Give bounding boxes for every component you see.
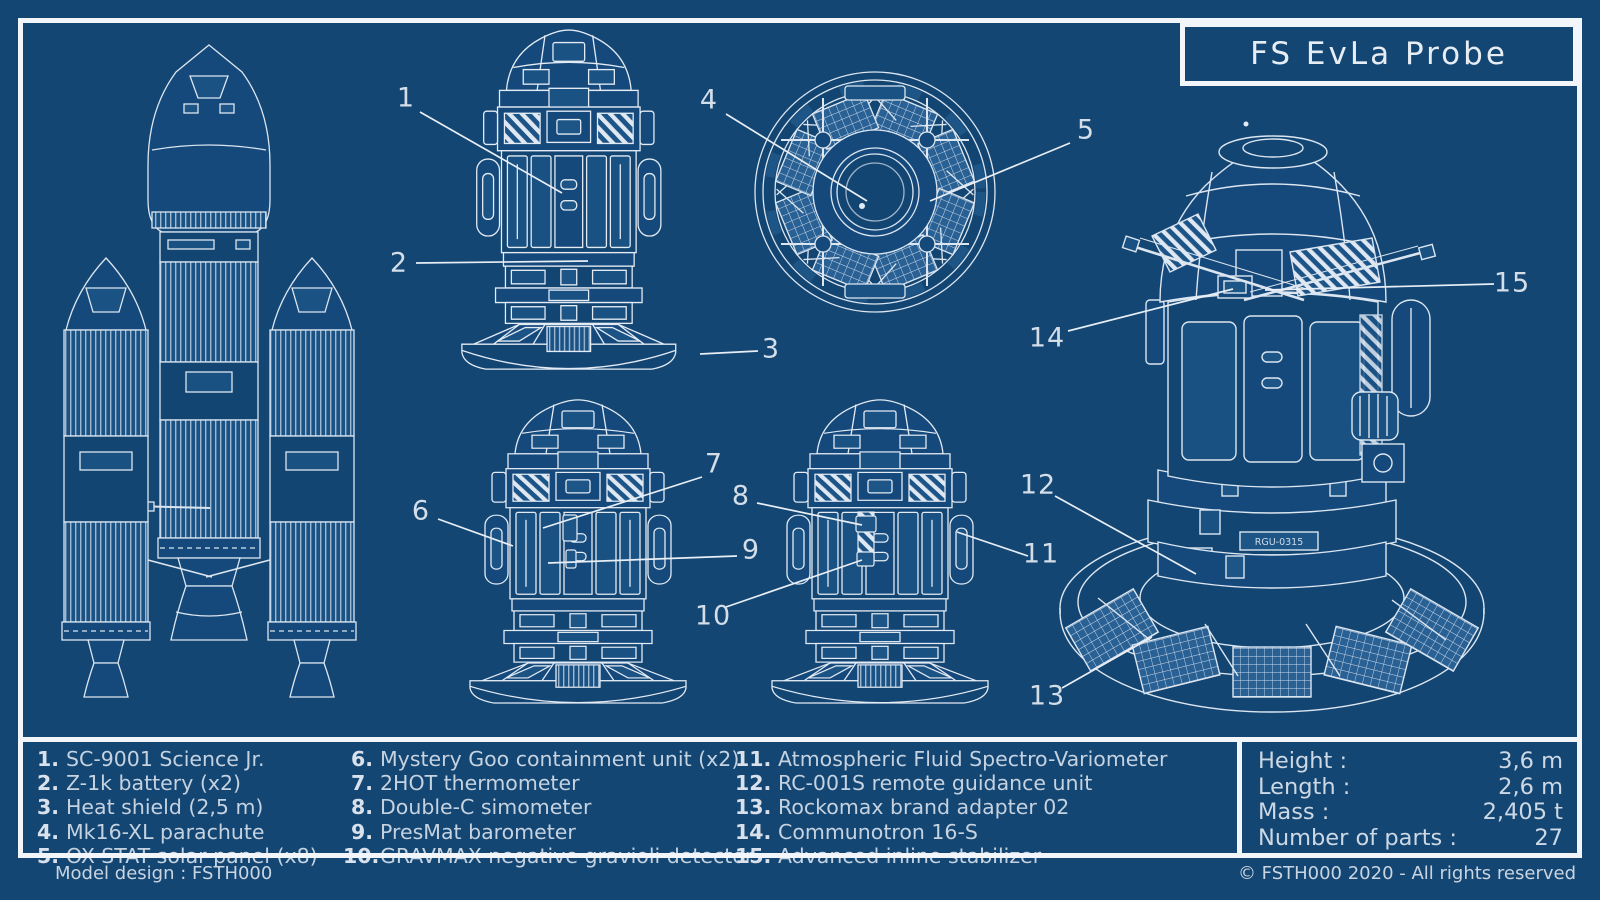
- spec-label: Height :: [1258, 748, 1348, 774]
- title-box: FS EvLa Probe: [1180, 22, 1578, 86]
- callout-11: 11: [1022, 538, 1060, 570]
- part-item: 13.Rockomax brand adapter 02: [735, 795, 1070, 820]
- probe-side-view-drawing: [461, 29, 677, 370]
- probe-rear-view-drawing: [771, 399, 989, 704]
- part-item: 2.Z-1k battery (x2): [36, 771, 242, 796]
- callout-13: 13: [1028, 680, 1066, 712]
- part-item: 3.Heat shield (2,5 m): [36, 795, 264, 820]
- part-label: Advanced inline stabilizer: [778, 843, 1042, 868]
- part-item: 15.Advanced inline stabilizer: [735, 843, 1042, 868]
- callout-15: 15: [1493, 267, 1531, 299]
- part-label: Communotron 16-S: [778, 819, 978, 844]
- spec-label: Mass :: [1258, 799, 1330, 825]
- spec-value: 27: [1534, 824, 1563, 851]
- parts-list-column-3: 11.Atmospheric Fluid Spectro-Variometer …: [735, 747, 1168, 868]
- parts-list-column-2: 6.Mystery Goo containment unit (x2) 7.2H…: [343, 747, 753, 868]
- callout-4: 4: [699, 84, 719, 116]
- copyright-notice: © FSTH000 2020 - All rights reserved: [1237, 863, 1576, 884]
- spec-label: Length :: [1258, 773, 1351, 800]
- part-item: 1.SC-9001 Science Jr.: [36, 747, 265, 771]
- spec-part-count: Number of parts : 27: [1258, 824, 1563, 852]
- parts-legend-panel: 1.SC-9001 Science Jr. 2.Z-1k battery (x2…: [23, 737, 1577, 868]
- spec-height: Height : 3,6 m: [1258, 748, 1563, 775]
- part-label: GRAVMAX negative gravioli detector: [380, 843, 754, 868]
- callout-12: 12: [1019, 469, 1057, 501]
- page-title: FS EvLa Probe: [1250, 36, 1508, 72]
- part-label: Double-C simometer: [380, 795, 592, 820]
- callout-2: 2: [389, 247, 409, 279]
- part-item: 10.GRAVMAX negative gravioli detector: [343, 843, 754, 868]
- part-item: 6.Mystery Goo containment unit (x2): [350, 747, 740, 771]
- spec-mass: Mass : 2,405 t: [1258, 799, 1563, 826]
- callout-1: 1: [396, 82, 416, 114]
- callout-9: 9: [741, 534, 761, 566]
- probe-perspective-drawing: RGU-0315: [1059, 121, 1485, 713]
- launch-vehicle-drawing: [61, 44, 357, 698]
- parts-list-column-1: 1.SC-9001 Science Jr. 2.Z-1k battery (x2…: [33, 747, 318, 868]
- callout-3: 3: [761, 333, 781, 365]
- part-item: 7.2HOT thermometer: [350, 771, 580, 796]
- specs-box: Height : 3,6 m Length : 2,6 m Mass : 2,405 …: [1237, 742, 1577, 853]
- spec-length: Length : 2,6 m: [1258, 773, 1563, 801]
- part-item: 4.Mk16-XL parachute: [36, 819, 265, 844]
- callout-10: 10: [694, 600, 732, 632]
- probe-top-view-drawing: [754, 71, 996, 313]
- part-item: 8.Double-C simometer: [350, 795, 592, 820]
- part-item: 9.PresMat barometer: [350, 819, 576, 844]
- part-label: Atmospheric Fluid Spectro-Variometer: [778, 747, 1168, 771]
- spec-value: 3,6 m: [1498, 748, 1563, 774]
- model-design-credit: Model design : FSTH000: [55, 863, 273, 884]
- part-label: Mystery Goo containment unit (x2): [380, 747, 740, 771]
- part-item: 14.Communotron 16-S: [735, 819, 978, 844]
- callout-8: 8: [731, 480, 751, 512]
- part-label: 2HOT thermometer: [380, 771, 580, 796]
- leader-lines: [415, 111, 1495, 689]
- callout-7: 7: [704, 448, 724, 480]
- probe-front-view-drawing: [469, 399, 687, 704]
- part-label: Z-1k battery (x2): [66, 771, 242, 796]
- part-label: Mk16-XL parachute: [66, 819, 265, 844]
- part-label: PresMat barometer: [380, 819, 576, 844]
- part-item: 11.Atmospheric Fluid Spectro-Variometer: [735, 747, 1168, 771]
- callout-5: 5: [1076, 114, 1096, 146]
- callout-14: 14: [1028, 322, 1066, 354]
- spec-label: Number of parts :: [1258, 824, 1457, 851]
- part-label: RC-001S remote guidance unit: [778, 771, 1093, 796]
- part-item: 12.RC-001S remote guidance unit: [735, 771, 1093, 796]
- part-label: SC-9001 Science Jr.: [66, 747, 265, 771]
- callout-6: 6: [411, 495, 431, 527]
- part-label: Heat shield (2,5 m): [66, 795, 264, 820]
- spec-value: 2,405 t: [1482, 799, 1563, 825]
- spec-value: 2,6 m: [1498, 773, 1563, 800]
- part-label: Rockomax brand adapter 02: [778, 795, 1070, 820]
- guidance-unit-label: RGU-0315: [1255, 537, 1304, 548]
